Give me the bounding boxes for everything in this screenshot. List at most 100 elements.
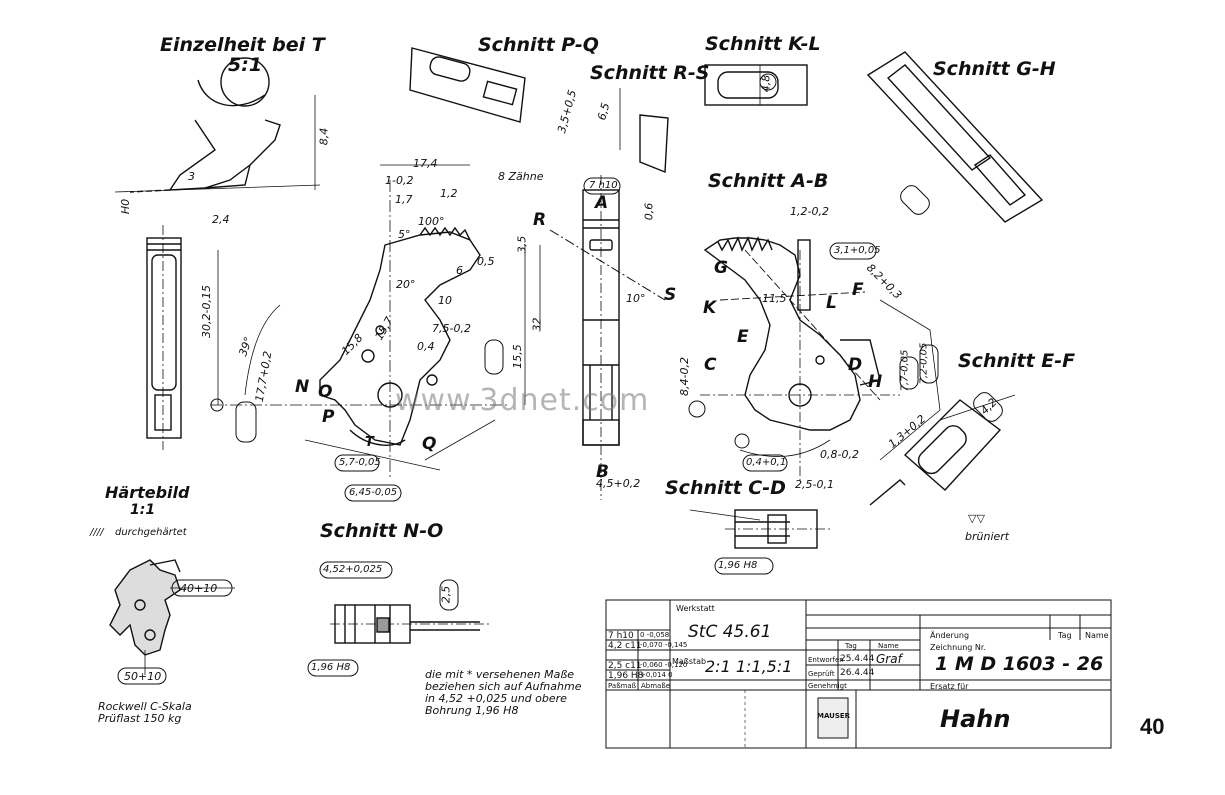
note-line-1: die mit * versehenen Maße (425, 668, 575, 681)
letter-p: P (322, 407, 335, 427)
section-ab-gear-view (700, 236, 941, 480)
mauser-logo: MAUSER (817, 712, 851, 720)
section-no-title: Schnitt N-O (320, 520, 444, 542)
section-ab-front-view (549, 175, 666, 500)
dim-1: 1-0,2 (385, 174, 414, 187)
section-pq-view (409, 47, 526, 123)
section-kl-title: Schnitt K-L (705, 33, 821, 55)
dim-1-2: 1,2 (440, 187, 458, 200)
dim-15-5: 15,5 (510, 344, 524, 369)
tb-aenderung-label: Änderung (930, 631, 970, 640)
dim-5-7: 5,7-0,05 (339, 457, 381, 468)
note-line-3: in 4,52 +0,025 und obere (425, 692, 567, 705)
letter-o: O (318, 382, 333, 402)
zaehne-label: 8 Zähne (498, 170, 544, 183)
dim-11-5: 11,5 (762, 292, 787, 305)
haertebild-view (109, 559, 235, 675)
dim-100: 100° (418, 215, 445, 228)
tb-massstab: 2:1 1:1,5:1 (705, 657, 793, 676)
letter-q: Q (422, 434, 437, 454)
dim-2-4: 2,4 (212, 213, 230, 226)
dim-4-8: 4,8 (759, 74, 773, 93)
tb-tol-4-a: 1,96 H8 (608, 671, 644, 681)
tb-zeichnung-nr: 1 M D 1603 - 26 (935, 653, 1104, 675)
tb-geprueft-date: 26.4.44 (840, 668, 875, 678)
letter-g: G (714, 258, 728, 278)
hammer-main-view (210, 164, 541, 480)
dim-32: 32 (530, 317, 544, 332)
section-rs-view (619, 88, 669, 174)
tb-tol-2-b: -0,070 -0,145 (640, 641, 688, 649)
dim-1-7: 1,7 (395, 193, 413, 206)
section-ef-view (869, 394, 1016, 506)
tb-tol-1-b: 0 -0,058 (640, 631, 670, 639)
letter-k: K (703, 298, 717, 318)
dim-1-2b: 1,2-0,2 (790, 205, 829, 218)
dim-6-45: 6,45-0,05 (349, 487, 398, 498)
dim-20deg: 20° (396, 278, 416, 291)
letter-a: A (595, 193, 609, 213)
section-cd-view (689, 509, 830, 549)
dim-30-2: 30,2-0,15 (199, 285, 213, 338)
bruniert-label: brüniert (965, 530, 1010, 543)
tb-entworfen-name: Graf (876, 652, 902, 666)
section-gh-view (866, 51, 1044, 223)
tb-tol-3-b: -0,060 -0,120 (640, 661, 688, 669)
dim-1-96-no: 1,96 H8 (311, 662, 351, 673)
dim-7-2: 7,2-0,05 (918, 342, 930, 385)
dim-3-1: 3,1+0,05 (834, 245, 881, 256)
section-pq-title: Schnitt P-Q (478, 34, 599, 56)
dim-17-4: 17,4 (413, 157, 438, 170)
haertebild-scale: 1:1 (130, 502, 156, 518)
dim-50: 50+10 (124, 670, 162, 683)
dim-40: 40+10 (180, 582, 218, 595)
detail-t-view (114, 57, 321, 193)
tb-tag-label-2: Tag (1058, 631, 1072, 640)
note-line-2: beziehen sich auf Aufnahme (425, 680, 582, 693)
tb-passmass-label: Paßmaß (608, 682, 637, 690)
section-ef-title: Schnitt E-F (958, 350, 1076, 372)
haertebild-title: Härtebild (105, 483, 190, 502)
dim-2-5: 2,5-0,1 (795, 478, 834, 491)
letter-t: T (365, 435, 374, 450)
letter-l: L (826, 293, 837, 313)
section-ab-title: Schnitt A-B (708, 170, 829, 192)
letter-r: R (533, 210, 547, 230)
tb-massstab-label: Maßstab (672, 657, 707, 666)
dim-10deg: 10° (626, 292, 646, 305)
dim-2-5-no: 2,5 (439, 585, 453, 604)
dim-7-7: 7,7-0,05 (899, 349, 911, 392)
note-line-4: Bohrung 1,96 H8 (425, 704, 519, 717)
dim-0-4: 0,4 (417, 340, 435, 353)
tb-tol-4-b: +0,014 0 (640, 671, 673, 679)
section-kl-view (704, 64, 808, 106)
dim-0-4b: 0,4+0,1 (746, 457, 787, 468)
letter-c: C (704, 355, 717, 375)
surface-finish-icon: ▽▽ (968, 512, 985, 525)
letter-h: H (868, 372, 883, 392)
tb-name-label-2: Name (1085, 631, 1109, 640)
letter-f: F (852, 280, 864, 300)
tb-ersatz-label: Ersatz für (930, 682, 969, 691)
page-number: 40 (1140, 714, 1165, 739)
watermark: www.3dnet.com (395, 383, 650, 418)
title-block-frame (605, 599, 1112, 749)
dim-4-52: 4,52+0,025 (323, 564, 383, 575)
hatch-icon: //// (90, 527, 104, 538)
section-cd-title: Schnitt C-D (665, 477, 786, 499)
detail-t-title: Einzelheit bei T (160, 34, 325, 56)
tb-werkstatt-label: Werkstatt (676, 604, 715, 613)
tb-tol-1-a: 7 h10 (608, 631, 634, 641)
tb-name-label: Name (878, 642, 899, 650)
section-rs-title: Schnitt R-S (590, 62, 710, 84)
tb-tag-label: Tag (845, 642, 857, 650)
tb-tol-2-a: 4,2 c11 (608, 641, 642, 651)
dim-3: 3 (188, 170, 195, 183)
letter-d: D (848, 355, 863, 375)
tb-abmasse-label: Abmaße (641, 682, 671, 690)
dim-5deg: 5° (398, 228, 411, 241)
dim-10: 10 (438, 294, 452, 307)
dim-0-8: 0,8-0,2 (820, 448, 859, 461)
dim-4-5: 4,5+0,2 (596, 477, 641, 490)
